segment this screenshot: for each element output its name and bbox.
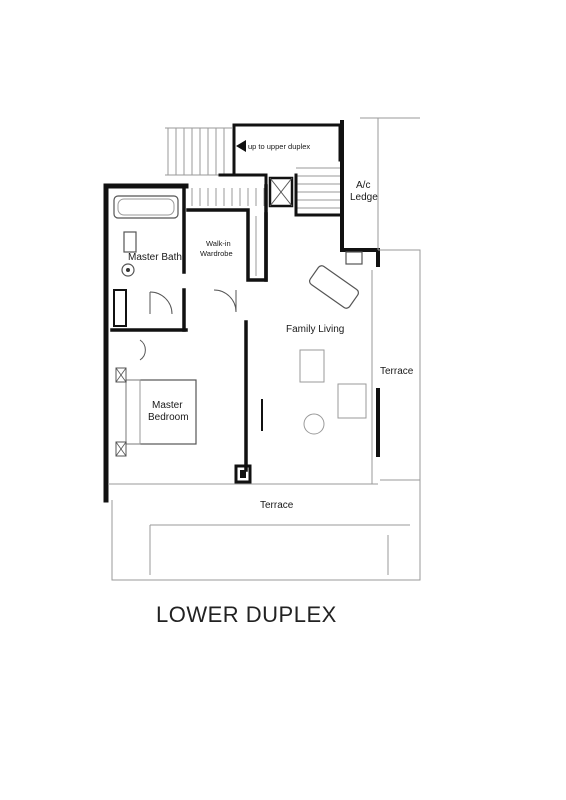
room-label-terrace-bottom: Terrace: [260, 500, 294, 511]
room-label-master-bedroom-line1: Master: [152, 400, 183, 411]
armchair: [299, 349, 325, 383]
family-living-furniture: [299, 265, 367, 435]
round-table: [303, 413, 325, 435]
room-label-master-bath: Master Bath: [128, 252, 182, 263]
ac-ledge: A/c Ledge: [340, 117, 420, 267]
duct-box: [268, 176, 294, 208]
wardrobe-door-swing: [213, 289, 237, 313]
master-bath-fixtures: [113, 195, 179, 327]
master-bedroom-furniture: [115, 339, 197, 457]
room-label-master-bedroom-line2: Bedroom: [148, 412, 189, 423]
stair-arrow-icon: [236, 140, 246, 152]
room-label-terrace-right: Terrace: [380, 366, 414, 377]
toilet: [121, 263, 135, 277]
room-label-family-living: Family Living: [286, 324, 344, 335]
staircase: up to upper duplex: [165, 123, 342, 217]
room-label-walk-in-line1: Walk-in: [206, 239, 231, 248]
walls: [103, 183, 380, 503]
sofa: [309, 265, 359, 309]
terrace-outline: [108, 249, 421, 581]
ac-ledge-label-line1: A/c: [356, 180, 370, 191]
stairs-note: up to upper duplex: [248, 142, 310, 151]
bathtub: [113, 195, 179, 219]
room-label-walk-in-line2: Wardrobe: [200, 249, 233, 258]
room-labels: Master Bath Walk-in Wardrobe Family Livi…: [128, 239, 414, 511]
vanity: [123, 231, 137, 253]
ac-ledge-label-line2: Ledge: [350, 192, 378, 203]
plan-title: LOWER DUPLEX: [156, 602, 337, 627]
